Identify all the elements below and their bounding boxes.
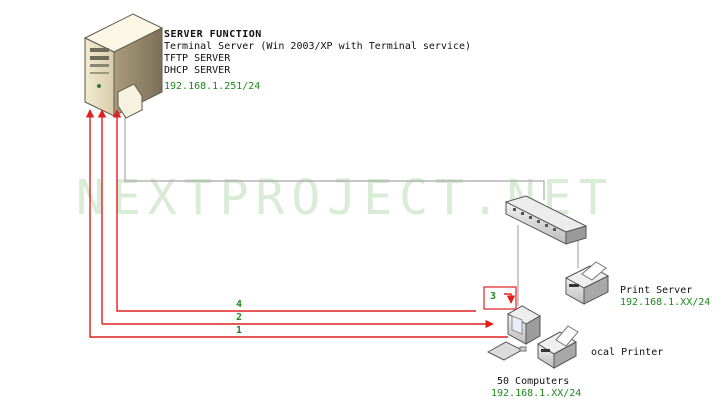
flow-1-arrow [85,109,508,338]
local-printer-label: ocal Printer [591,347,664,358]
step-2-label: 2 [236,312,243,323]
print-server-icon [564,261,610,305]
step-4-label: 4 [236,299,243,310]
server-function-dhcp: DHCP SERVER [164,65,231,76]
flow-3-arrow [504,293,516,304]
boot-flow-arrows [85,109,517,338]
server-ip: 192.168.1.251/24 [164,81,261,92]
server-switch-link [124,105,545,200]
server-icon [83,13,164,119]
step-3-box [483,286,517,310]
flow-4-arrow [112,109,476,312]
local-printer-icon [537,325,579,369]
computers-label: 50 Computers [497,376,570,387]
server-function-terminal: Terminal Server (Win 2003/XP with Termin… [164,41,472,52]
step-1-label: 1 [236,325,243,336]
server-function-tftp: TFTP SERVER [164,53,231,64]
print-server-ip: 192.168.1.XX/24 [620,297,711,308]
server-function-title: SERVER FUNCTION [164,29,262,40]
network-switch-icon [504,195,588,245]
computers-ip: 192.168.1.XX/24 [491,388,582,399]
computer-icon [486,305,542,361]
print-server-label: Print Server [620,285,693,296]
step-3-label: 3 [490,291,497,302]
